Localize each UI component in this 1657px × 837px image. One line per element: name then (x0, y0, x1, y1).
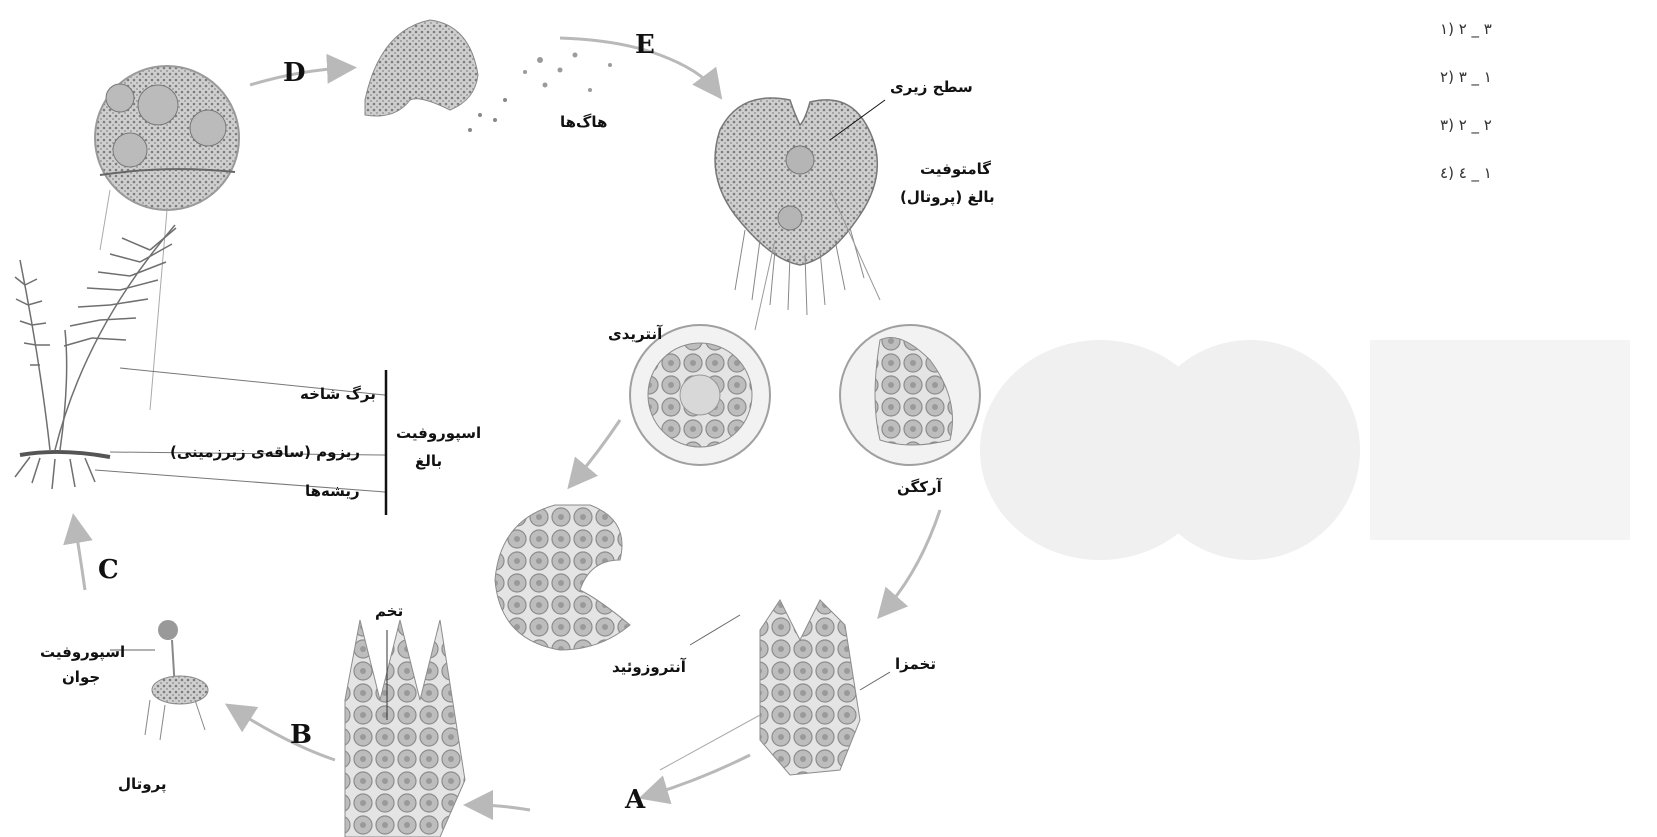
answer-option-3: ٢ _ ٢ (٣ (1440, 116, 1492, 134)
stage-label-b: B (290, 720, 312, 750)
label-young-sporophyte-line2: جوان (62, 668, 100, 686)
label-prothallus: پروتال (118, 775, 167, 793)
label-lower-surface: سطح زیری (890, 78, 973, 96)
stage-label-a: A (625, 785, 645, 815)
archegonium-with-egg-cell (660, 600, 890, 775)
antheridium-release (495, 505, 630, 650)
label-gametophyte-line2: بالغ (پروتال) (900, 188, 995, 206)
answer-option-2: ١ _ ٣ (٢ (1440, 68, 1492, 86)
faint-background-artwork (950, 300, 1650, 600)
label-antheridium: آنتریدی (608, 325, 662, 343)
label-archegonium: آرکگن (897, 478, 942, 496)
label-gametophyte-line1: گامتوفیت (920, 160, 991, 178)
zygote-archegonium (345, 620, 465, 837)
sporangium-closeup (95, 66, 239, 410)
antheridium-closeup (630, 325, 770, 465)
answer-option-1: ٣ _ ٢ (١ (1440, 20, 1492, 38)
stage-label-d: D (283, 58, 306, 88)
label-roots: ریشه‌ها (305, 482, 360, 500)
spores (523, 53, 612, 93)
label-leaf: برگ شاخه (300, 385, 376, 403)
label-egg-cell: تخمزا (895, 655, 936, 673)
young-sporophyte (110, 620, 208, 740)
stage-label-e: E (635, 30, 655, 60)
label-rhizome: ریزوم (ساقه‌ی زیرزمینی) (170, 443, 360, 461)
stage-label-c: C (98, 555, 119, 585)
label-spores: هاگ‌ها (560, 113, 607, 131)
answer-option-4: ١ _ ٤ (٤ (1440, 164, 1492, 182)
label-sporophyte-line1: اسپوروفیت (396, 424, 481, 442)
prothallus-gametophyte (715, 98, 885, 330)
label-sporophyte-line2: بالغ (415, 452, 442, 470)
opening-sporangium (365, 20, 507, 132)
label-egg: تخم (375, 602, 403, 620)
label-antherozoid: آنتروزوئید (612, 658, 686, 676)
label-young-sporophyte-line1: اسپوروفیت (40, 643, 125, 661)
